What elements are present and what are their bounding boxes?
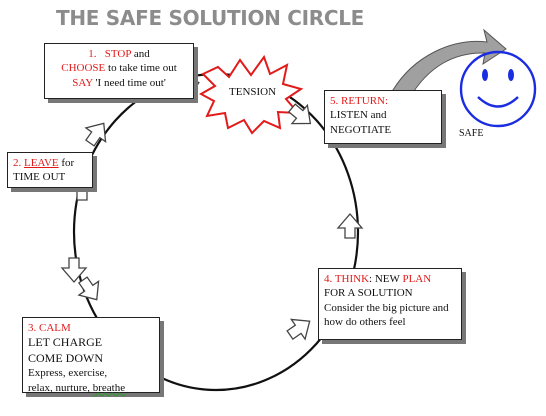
step-stop-word-choose: CHOOSE (61, 62, 106, 75)
step-calm-breathe: breathe (92, 381, 126, 394)
smiley-face-icon (459, 50, 537, 128)
arrow-left-lower (60, 257, 88, 283)
step-stop-word-say: SAY (72, 76, 93, 89)
step-calm-line2: COME DOWN (28, 350, 103, 365)
arrow-bottom-right (286, 318, 311, 341)
step-return-line2: NEGOTIATE (330, 123, 392, 136)
step-stop-box: 1. STOP and CHOOSE to take time out SAY … (44, 43, 194, 99)
step-think-line3: Consider the big picture and (324, 301, 449, 314)
safe-label: SAFE (459, 128, 484, 139)
step-think-colon: : (369, 273, 373, 285)
step-leave-box: 2. LEAVE for TIME OUT (7, 152, 93, 188)
curved-arrow-to-safe (392, 28, 507, 100)
step-stop-take-time-out: to take time out (108, 62, 177, 75)
arrow-left-upper (84, 122, 107, 147)
step-stop-line2: CHOOSE to take time out (50, 61, 188, 75)
step-think-number: 4. (324, 273, 333, 285)
arrow-bottom-left (77, 276, 100, 301)
step-calm-box: 3. CALM LET CHARGE COME DOWN Express, ex… (22, 317, 160, 395)
step-leave-line2: TIME OUT (13, 171, 66, 184)
step-stop-and: and (133, 48, 150, 60)
step-think-line2: FOR A SOLUTION (324, 287, 413, 300)
step-leave-line1: 2. LEAVE for (13, 156, 87, 170)
step-calm-line4: relax, nurture, breathe (28, 381, 154, 395)
step-return-line1: LISTEN and (330, 109, 387, 122)
step-think-word-new: NEW (374, 273, 400, 285)
step-think-word-plan: PLAN (402, 273, 432, 285)
arrow-top-right (287, 103, 312, 125)
step-stop-quote: 'I need time out' (95, 76, 166, 89)
step-calm-heading: 3. CALM (28, 322, 71, 334)
step-stop-line1: 1. STOP and (50, 47, 188, 61)
step-calm-line1: LET CHARGE (28, 335, 103, 350)
step-leave-for: for (61, 157, 75, 169)
step-leave-number: 2. (13, 157, 22, 169)
step-stop-line3: SAY 'I need time out' (50, 76, 188, 90)
tension-burst (198, 54, 304, 135)
step-return-box: 5. RETURN: LISTEN and NEGOTIATE (324, 90, 442, 144)
step-calm-line3: Express, exercise, (28, 367, 108, 380)
step-calm-line4-prefix: relax, nurture, (28, 381, 90, 394)
step-stop-number: 1. (88, 48, 97, 60)
arrow-right-middle (336, 213, 364, 239)
step-stop-word-stop: STOP (104, 48, 132, 60)
step-leave-word: LEAVE (24, 157, 59, 169)
tension-label: TENSION (229, 86, 277, 98)
step-think-line1: 4. THINK: NEW PLAN (324, 272, 456, 286)
diagram-title: THE SAFE SOLUTION CIRCLE (56, 6, 365, 30)
step-think-box: 4. THINK: NEW PLAN FOR A SOLUTION Consid… (318, 268, 462, 340)
step-return-heading: 5. RETURN: (330, 95, 389, 107)
step-think-line4: how do others feel (324, 315, 406, 328)
step-think-word: THINK (334, 273, 370, 285)
